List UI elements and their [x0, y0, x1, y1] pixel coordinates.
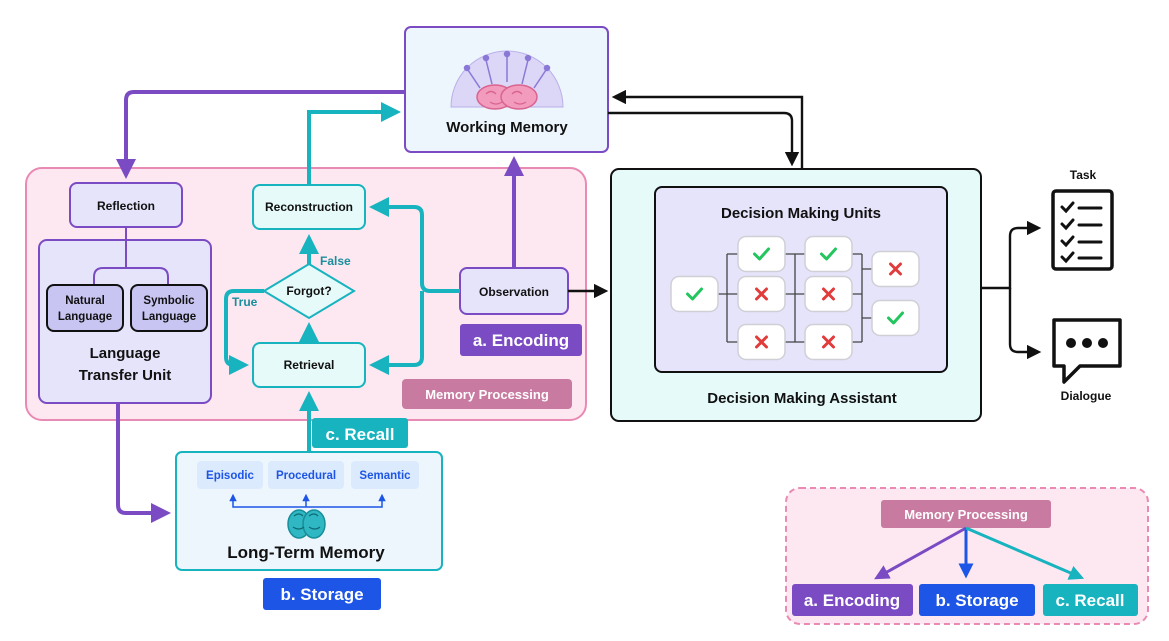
ltm-type-arrows: [229, 493, 386, 508]
cross-icon: [822, 287, 835, 301]
natural-language-line2: Language: [58, 311, 112, 323]
true-loop-arrow: [224, 289, 264, 375]
brain-icon: [287, 509, 326, 539]
legend-encoding-label: a. Encoding: [804, 591, 900, 610]
decision-unit-connectors: [718, 253, 872, 343]
check-icon: [753, 247, 770, 261]
forgot-decision-diamond: [262, 262, 356, 320]
storage-badge: [263, 578, 381, 610]
decision-unit-grid: [670, 235, 920, 361]
natural-language-line1: Natural: [65, 295, 105, 307]
procedural-label: Procedural: [276, 470, 336, 482]
assistant-to-working-arrow: [611, 89, 804, 169]
reflection-to-languages-connector: [93, 227, 169, 285]
assistant-to-dialogue-arrow: [1008, 288, 1042, 360]
working-to-assistant-arrow: [608, 111, 800, 167]
episodic-box: [197, 461, 263, 489]
observation-loop-arrow: [369, 197, 460, 293]
dialogue-label: Dialogue: [1061, 389, 1112, 403]
language-transfer-title-line2: Transfer Unit: [79, 367, 172, 384]
check-icon: [686, 287, 703, 301]
true-label: True: [232, 295, 258, 309]
recall-badge: [312, 418, 408, 448]
procedural-box: [268, 461, 344, 489]
decision-cell-check: [737, 235, 786, 273]
legend-storage-label: b. Storage: [935, 591, 1018, 610]
recall-badge-label: c. Recall: [326, 425, 395, 444]
reconstruction-label: Reconstruction: [265, 200, 353, 214]
assistant-to-outputs-arrow: [981, 220, 1042, 290]
working-memory-label: Working Memory: [446, 119, 568, 136]
semantic-label: Semantic: [359, 470, 411, 482]
symbolic-language-line1: Symbolic: [143, 295, 195, 307]
legend-memory-processing-label: Memory Processing: [904, 507, 1028, 522]
check-icon: [887, 311, 904, 325]
recon-to-working-arrow: [307, 102, 401, 185]
legend-memory-processing-badge: [881, 500, 1051, 528]
decision-cell-check: [670, 275, 719, 313]
observation-to-retrieval-arrow: [369, 291, 424, 375]
decision-units-title: Decision Making Units: [721, 205, 881, 222]
decision-cell-cross: [737, 323, 786, 361]
legend-recall-badge: [1043, 584, 1138, 616]
decision-cell-cross: [804, 323, 853, 361]
legend-recall-label: c. Recall: [1056, 591, 1125, 610]
storage-badge-label: b. Storage: [280, 585, 363, 604]
semantic-box: [351, 461, 419, 489]
encoding-badge: [460, 324, 582, 356]
decision-cell-cross: [737, 275, 786, 313]
symbolic-language-line2: Language: [142, 311, 196, 323]
dialogue-bubble-icon: [1052, 318, 1122, 384]
language-to-ltm-arrow: [116, 403, 171, 523]
cross-icon: [889, 262, 902, 276]
legend-encoding-badge: [792, 584, 913, 616]
task-checklist-icon: [1051, 189, 1114, 271]
decision-cell-cross: [804, 275, 853, 313]
long-term-memory-label: Long-Term Memory: [227, 543, 385, 562]
observation-label: Observation: [479, 285, 549, 299]
retrieval-label: Retrieval: [284, 358, 335, 372]
language-transfer-title-line1: Language: [90, 345, 161, 362]
decision-assistant-title: Decision Making Assistant: [707, 390, 897, 407]
decision-cell-cross: [871, 250, 920, 288]
encoding-badge-label: a. Encoding: [473, 331, 569, 350]
task-label: Task: [1070, 168, 1097, 182]
legend-arrows: [874, 526, 1085, 580]
memory-processing-badge: [402, 379, 572, 409]
purple-arrows: [116, 90, 524, 523]
forgot-label: Forgot?: [286, 284, 331, 298]
natural-language-box: [46, 284, 124, 332]
check-icon: [820, 247, 837, 261]
brain-circuit-icon: [450, 50, 564, 110]
decision-cell-check: [804, 235, 853, 273]
reflection-label: Reflection: [97, 199, 155, 213]
false-label: False: [320, 254, 351, 268]
working-to-reflection-arrow: [116, 90, 405, 179]
black-arrows: [568, 89, 1042, 360]
symbolic-language-box: [130, 284, 208, 332]
cross-icon: [755, 287, 768, 301]
cross-icon: [822, 335, 835, 349]
episodic-label: Episodic: [206, 470, 255, 482]
cross-icon: [755, 335, 768, 349]
teal-arrows: [224, 102, 460, 452]
memory-processing-badge-label: Memory Processing: [425, 387, 549, 402]
legend-storage-badge: [919, 584, 1035, 616]
decision-cell-check: [871, 299, 920, 337]
